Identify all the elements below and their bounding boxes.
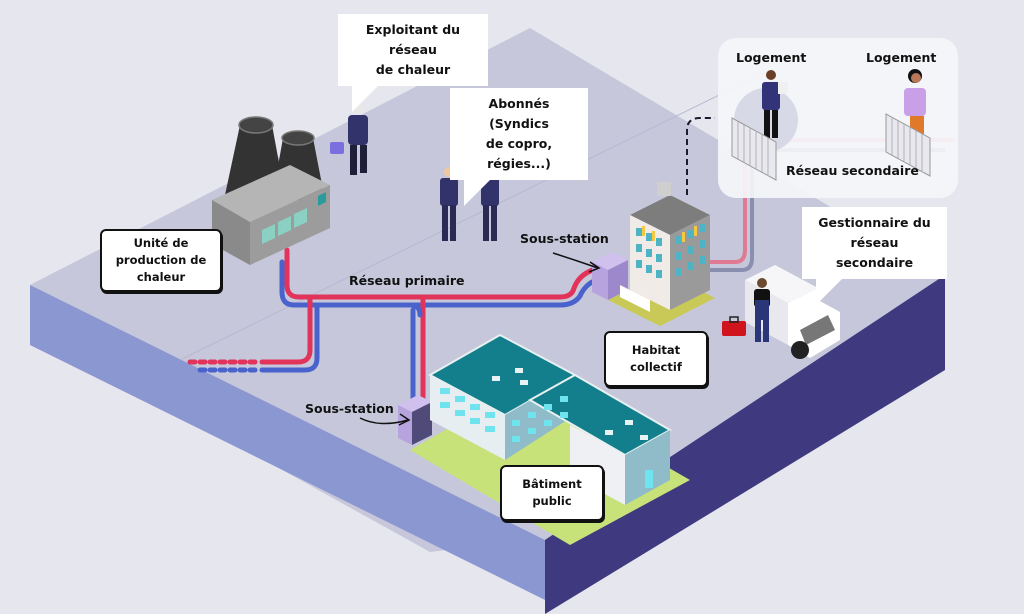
tag-production-line2: production de xyxy=(115,253,207,267)
radiator-icon xyxy=(731,117,777,181)
reseau-secondaire-label: Réseau secondaire xyxy=(786,163,919,178)
resident-woman-icon xyxy=(904,69,926,134)
callout-gestionnaire-line1: Gestionnaire du xyxy=(818,215,931,230)
technician-person-icon xyxy=(754,278,770,342)
secondary-network-illustration xyxy=(731,69,931,181)
substation-box-icon xyxy=(592,252,628,300)
platform-side-left xyxy=(30,285,545,600)
callout-exploitant: Exploitant du réseau de chaleur xyxy=(338,14,488,112)
pipe-secondary-hot xyxy=(710,138,955,264)
substation-box-icon xyxy=(398,395,432,445)
logement-1-label: Logement xyxy=(736,50,807,65)
pipe-cold-main xyxy=(279,259,605,308)
pipe-secondary-cold xyxy=(710,148,945,272)
primary-network-pipes xyxy=(187,247,605,408)
callout-abonnes: Abonnés (Syndics de copro, régies...) xyxy=(450,88,588,206)
pipe-hot-branch-left xyxy=(259,294,313,365)
secondary-network-pipes xyxy=(686,117,955,272)
heat-production-plant-icon xyxy=(212,116,330,265)
apartment-building-icon xyxy=(608,182,715,326)
callout-exploitant-line1: Exploitant du réseau xyxy=(365,22,461,57)
callout-exploitant-line2: de chaleur xyxy=(375,62,451,77)
platform-crease xyxy=(179,69,771,361)
radiator-icon xyxy=(885,113,931,177)
secondary-network-panel: Logement Logement Réseau secondaire xyxy=(718,38,958,198)
tag-habitat-collectif: Habitat collectif xyxy=(604,331,708,387)
pipe-cold-branch-left xyxy=(259,302,320,373)
tag-unite-production: Unité de production de chaleur xyxy=(100,229,222,292)
platform-top-main xyxy=(30,28,945,540)
logement-2-label: Logement xyxy=(866,50,937,65)
arrow-sous-station-2 xyxy=(359,417,409,425)
callout-gestionnaire-line2: réseau secondaire xyxy=(835,235,914,270)
platform xyxy=(30,28,945,614)
pipe-cold-branch-public xyxy=(407,302,423,318)
callout-abonnes-line2: de copro, régies...) xyxy=(485,136,553,171)
public-building-icon xyxy=(410,333,690,545)
resident-man-icon xyxy=(762,70,788,138)
reseau-primaire-label: Réseau primaire xyxy=(349,273,465,288)
callout-gestionnaire: Gestionnaire du réseau secondaire xyxy=(802,207,947,305)
tag-production-line1: Unité de xyxy=(133,236,189,250)
arrow-sous-station-1 xyxy=(552,252,599,269)
callout-abonnes-line1: Abonnés (Syndics xyxy=(488,96,550,131)
data-link-dashed xyxy=(686,117,715,195)
toolbox-icon xyxy=(722,316,746,336)
tag-batiment-public: Bâtiment public xyxy=(500,465,604,521)
tag-production-line3: chaleur xyxy=(136,270,186,284)
pipe-hot-main xyxy=(284,247,603,300)
sous-station-2-label: Sous-station xyxy=(305,401,394,416)
sous-station-1-label: Sous-station xyxy=(520,231,609,246)
